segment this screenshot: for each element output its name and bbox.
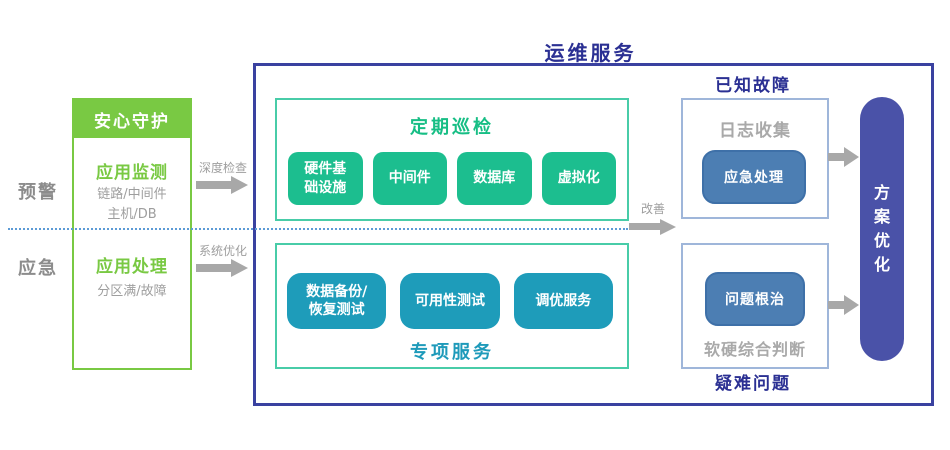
system-optimize-label: 系统优化 bbox=[198, 244, 247, 258]
chip-availability-test: 可用性测试 bbox=[400, 273, 500, 329]
special-service-box: 数据备份/ 恢复测试 可用性测试 调优服务 专项服务 bbox=[275, 243, 629, 369]
judgment-label: 软硬综合判断 bbox=[703, 340, 806, 359]
system-optimize-arrow-right-icon bbox=[196, 259, 248, 277]
special-service-title: 专项服务 bbox=[410, 342, 494, 363]
chip-problem-eradication: 问题根治 bbox=[705, 272, 805, 326]
improve-arrow-right-icon bbox=[629, 219, 676, 235]
app-monitor-subtitle: 链路/中间件 主机/DB bbox=[97, 187, 167, 223]
log-collection-label: 日志收集 bbox=[719, 121, 791, 141]
periodic-inspection-title: 定期巡检 bbox=[410, 117, 494, 138]
deep-check-label: 深度检查 bbox=[198, 161, 247, 175]
guard-box-title: 安心守护 bbox=[74, 100, 190, 138]
improve-label: 改善 bbox=[640, 202, 665, 216]
app-handle-title: 应用处理 bbox=[96, 257, 168, 277]
chip-virtualization: 虚拟化 bbox=[541, 152, 616, 205]
label-warning: 预警 bbox=[18, 182, 58, 203]
periodic-inspection-box: 定期巡检 硬件基 础设施 中间件 数据库 虚拟化 bbox=[275, 98, 629, 221]
known-fault-arrow-right-icon bbox=[828, 147, 859, 167]
label-emergency: 应急 bbox=[18, 258, 58, 279]
main-service-box bbox=[253, 63, 934, 406]
hard-problem-arrow-right-icon bbox=[828, 295, 859, 315]
guard-box: 安心守护 应用监测 链路/中间件 主机/DB 应用处理 分区满/故障 bbox=[72, 98, 192, 370]
app-monitor-title: 应用监测 bbox=[96, 163, 168, 183]
solution-optimization-pill: 方案优化 bbox=[860, 97, 904, 361]
chip-database: 数据库 bbox=[457, 152, 532, 205]
chip-middleware: 中间件 bbox=[372, 152, 447, 205]
known-fault-box: 日志收集 应急处理 bbox=[681, 98, 829, 219]
periodic-chip-row: 硬件基 础设施 中间件 数据库 虚拟化 bbox=[288, 152, 616, 205]
chip-tuning-service: 调优服务 bbox=[513, 273, 613, 329]
chip-hardware-infrastructure: 硬件基 础设施 bbox=[288, 152, 363, 205]
known-fault-title: 已知故障 bbox=[715, 76, 791, 96]
phase-divider-dotted-line bbox=[8, 228, 628, 230]
main-service-title: 运维服务 bbox=[544, 41, 637, 65]
special-chip-row: 数据备份/ 恢复测试 可用性测试 调优服务 bbox=[287, 273, 613, 329]
hard-problem-title: 疑难问题 bbox=[715, 374, 791, 394]
chip-emergency-handling: 应急处理 bbox=[702, 150, 806, 204]
deep-check-arrow-right-icon bbox=[196, 176, 248, 194]
app-handle-subtitle: 分区满/故障 bbox=[97, 284, 167, 299]
solution-optimization-text: 方案优化 bbox=[873, 183, 890, 274]
chip-backup-recovery-test: 数据备份/ 恢复测试 bbox=[287, 273, 387, 329]
hard-problem-box: 问题根治 软硬综合判断 bbox=[681, 243, 829, 369]
